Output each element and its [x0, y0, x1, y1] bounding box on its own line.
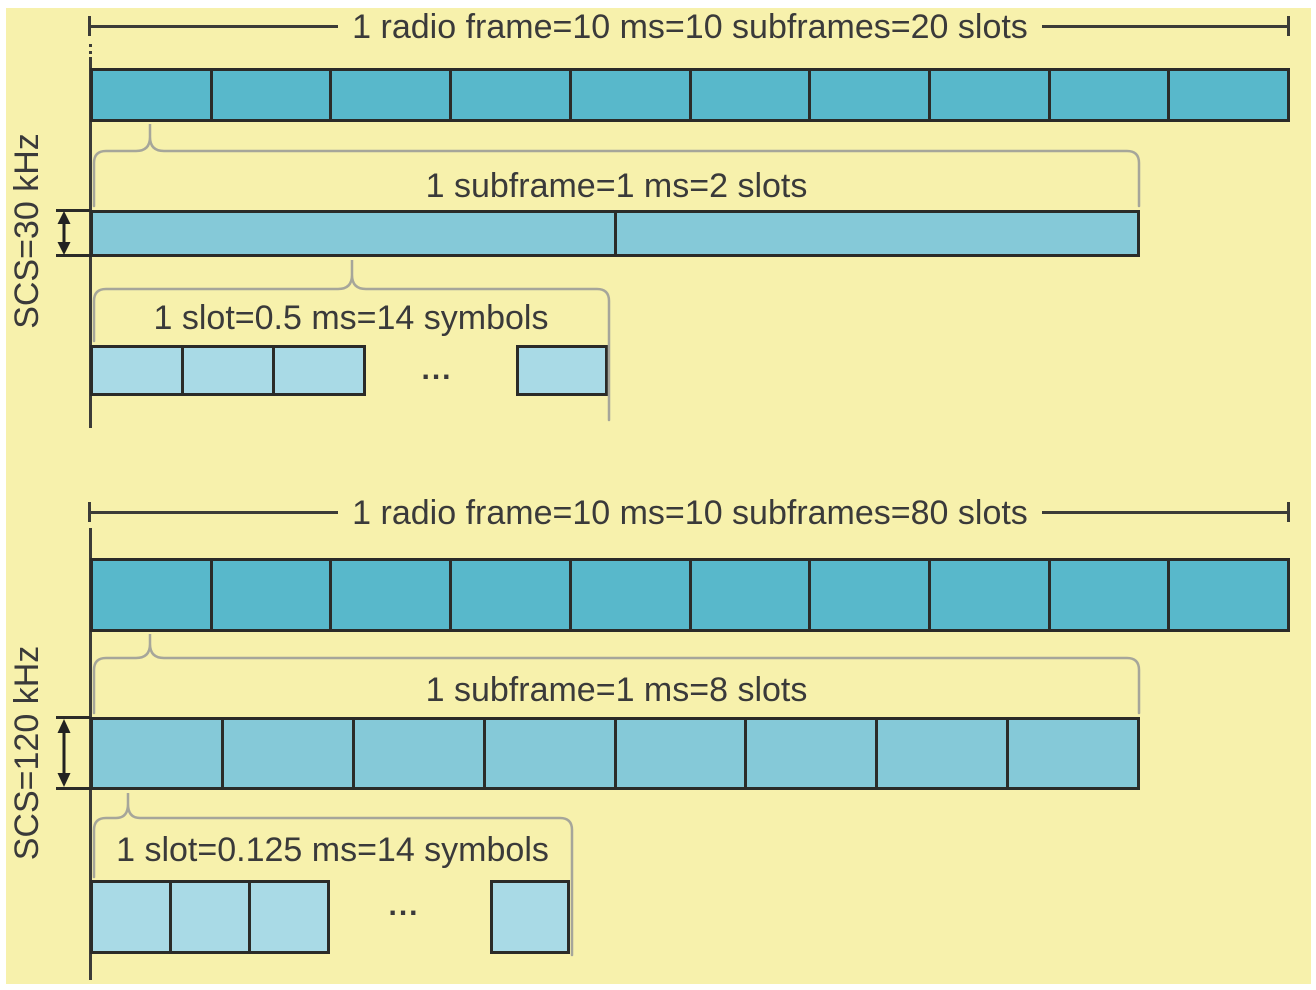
slot-cell	[744, 720, 876, 787]
subframe-cell	[568, 71, 689, 119]
symbol-ellipsis: ...	[388, 889, 420, 922]
slot-height-arrow-icon	[57, 211, 71, 255]
radio-frame-label-text: 1 radio frame=10 ms=10 subframes=80 slot…	[338, 494, 1042, 532]
subframe-row	[90, 558, 1290, 632]
subframe-cell	[93, 561, 210, 629]
slot-cell	[482, 720, 614, 787]
symbol-cell	[248, 883, 327, 951]
subframe-cell	[808, 71, 928, 119]
subframe-cell	[449, 561, 569, 629]
subframe-cell	[808, 561, 928, 629]
subframe-cell	[1047, 71, 1168, 119]
subframe-cell	[568, 561, 689, 629]
subframe-cell	[449, 71, 569, 119]
slot-height-tick-bottom	[56, 787, 90, 790]
symbol-box-group	[90, 345, 366, 396]
slot-height-arrow-icon	[57, 719, 71, 787]
slot-height-tick-bottom	[56, 254, 90, 257]
subframe-cell	[329, 71, 450, 119]
slot-cell	[1006, 720, 1137, 787]
slot-detail-label: 1 slot=0.125 ms=14 symbols	[116, 831, 549, 869]
ruler-end-tick-left	[88, 502, 91, 522]
subframe-expansion-brace	[92, 634, 1141, 715]
slot-cell	[875, 720, 1007, 787]
subframe-cell	[927, 561, 1048, 629]
slot-cell	[220, 720, 352, 787]
symbol-cell	[93, 348, 181, 393]
radio-frame-label: 1 radio frame=10 ms=10 subframes=20 slot…	[90, 7, 1290, 47]
slot-height-tick-top	[56, 209, 90, 212]
subframe-cell	[1047, 561, 1168, 629]
symbol-cell-last	[516, 345, 608, 396]
subframe-cell	[329, 561, 450, 629]
slot-cell	[93, 213, 614, 254]
radio-frame-label: 1 radio frame=10 ms=10 subframes=80 slot…	[90, 493, 1290, 533]
slot-detail-label: 1 slot=0.5 ms=14 symbols	[153, 299, 549, 337]
subframe-cell	[927, 71, 1048, 119]
ruler-end-tick-left	[88, 16, 91, 36]
subframe-detail-label: 1 subframe=1 ms=2 slots	[425, 167, 808, 205]
subframe-detail-label: 1 subframe=1 ms=8 slots	[425, 671, 808, 709]
slot-cell	[613, 213, 1137, 254]
slot-row	[90, 210, 1140, 257]
symbol-cell	[272, 348, 363, 393]
timeline-axis-dashed-tip	[89, 44, 92, 60]
symbol-cell-last	[490, 880, 570, 954]
slot-height-tick-top	[56, 716, 90, 719]
subframe-cell	[93, 71, 210, 119]
symbol-ellipsis: ...	[421, 353, 453, 386]
subframe-cell	[209, 71, 330, 119]
subframe-cell	[1167, 561, 1288, 629]
slot-expansion-brace	[92, 260, 611, 422]
slot-expansion-brace	[92, 793, 574, 957]
symbol-cell	[93, 883, 169, 951]
subframe-cell	[688, 561, 809, 629]
subframe-cell	[1167, 71, 1288, 119]
symbol-box-group	[90, 880, 330, 954]
subframe-cell	[209, 561, 330, 629]
ruler-end-tick-right	[1287, 16, 1290, 36]
slot-cell	[93, 720, 221, 787]
symbol-cell	[181, 348, 272, 393]
slot-cell	[351, 720, 483, 787]
slot-row	[90, 717, 1140, 790]
radio-frame-label-text: 1 radio frame=10 ms=10 subframes=20 slot…	[338, 8, 1042, 46]
symbol-cell	[169, 883, 248, 951]
subframe-expansion-brace	[92, 124, 1141, 208]
slot-cell	[613, 720, 745, 787]
subframe-cell	[688, 71, 809, 119]
ruler-end-tick-right	[1287, 502, 1290, 522]
subframe-row	[90, 68, 1290, 122]
